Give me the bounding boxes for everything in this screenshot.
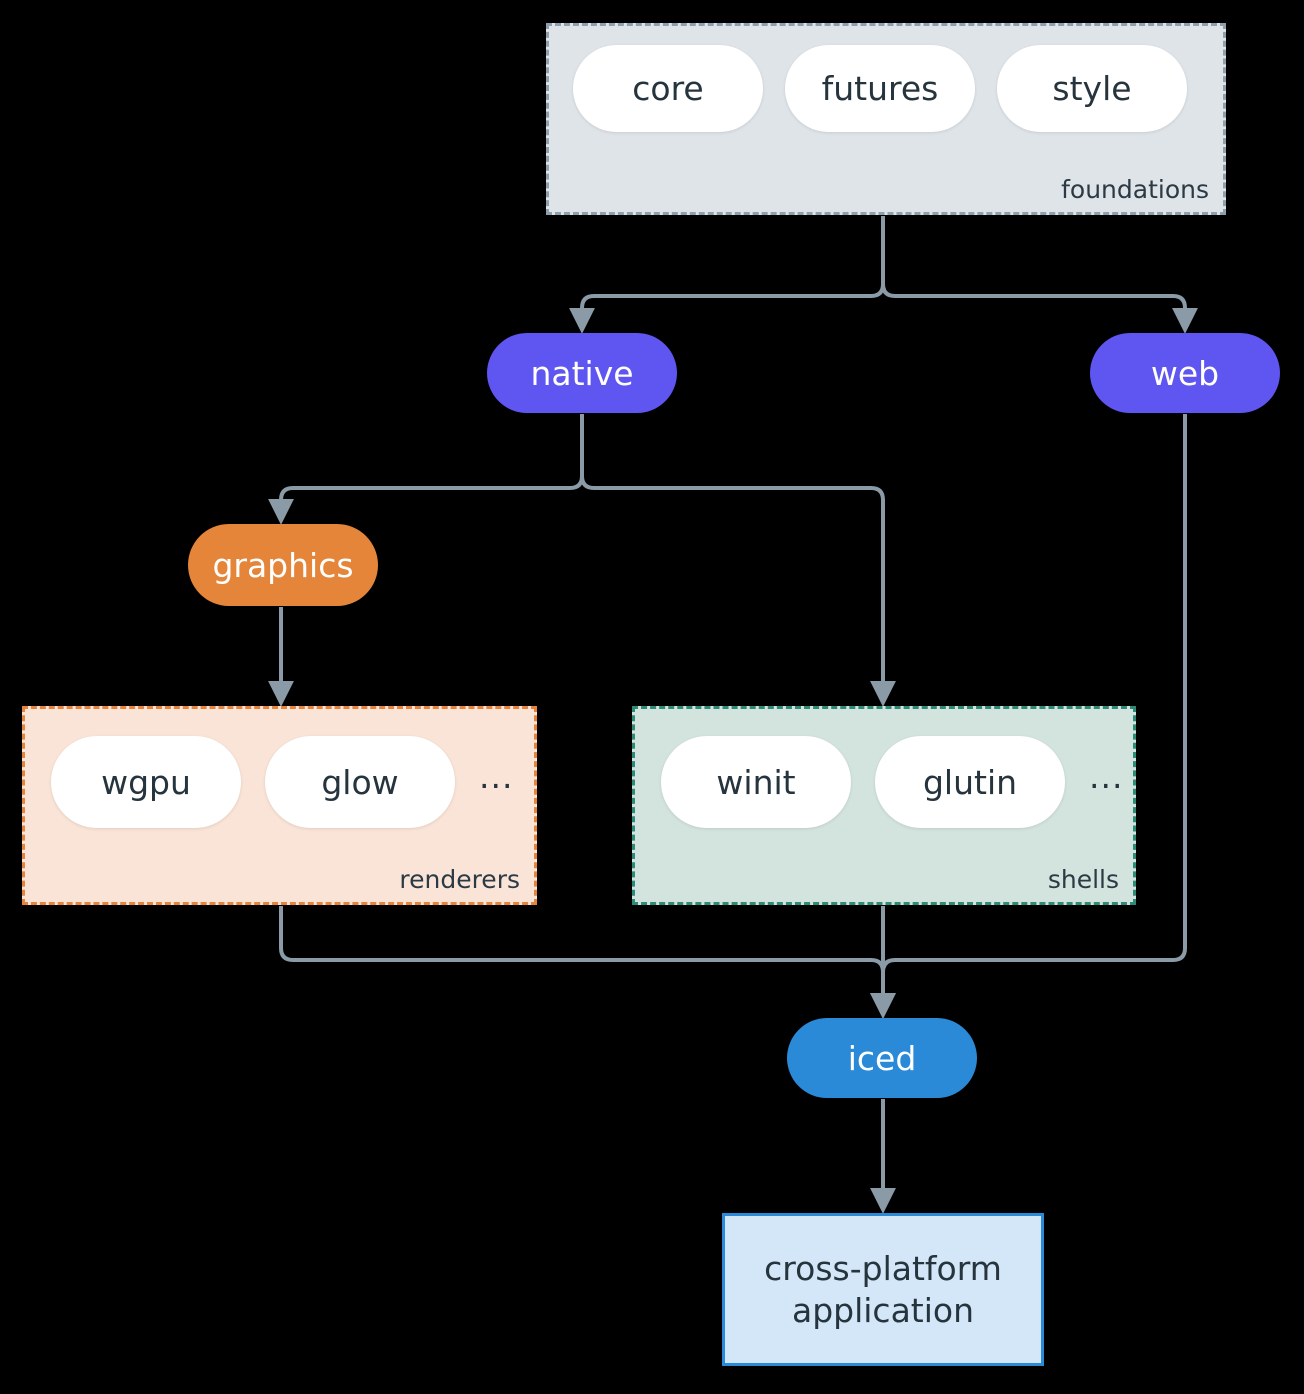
foundations-member-style-label: style [1052, 69, 1132, 108]
edge-web-to-iced [870, 414, 1187, 1019]
cluster-shells-label: shells [1047, 865, 1119, 894]
edge-native-to-shells [580, 475, 896, 707]
foundations-member-core-label: core [632, 69, 704, 108]
edge-foundations-to-native [569, 283, 885, 334]
node-native[interactable]: native [487, 333, 677, 413]
renderers-member-wgpu-label: wgpu [101, 762, 191, 802]
renderers-overflow-ellipsis: ... [479, 756, 514, 796]
shells-member-winit-label: winit [716, 762, 796, 802]
cluster-foundations: core futures style foundations [546, 23, 1226, 215]
node-application-label-line2: application [791, 1290, 975, 1330]
foundations-member-style[interactable]: style [997, 45, 1187, 132]
cluster-renderers: wgpu glow ... renderers [22, 706, 537, 905]
shells-member-row: winit glutin ... [661, 736, 1123, 828]
cluster-shells: winit glutin ... shells [632, 706, 1136, 905]
node-native-label: native [530, 353, 634, 393]
edge-renderers-to-iced [279, 906, 896, 1019]
node-cross-platform-application[interactable]: cross-platform application [722, 1213, 1044, 1366]
cluster-renderers-label: renderers [399, 865, 520, 894]
renderers-member-glow[interactable]: glow [265, 736, 455, 828]
node-iced[interactable]: iced [787, 1018, 977, 1098]
edge-native-to-graphics [268, 475, 584, 525]
renderers-member-wgpu[interactable]: wgpu [51, 736, 241, 828]
edge-foundations-to-web [881, 283, 1198, 334]
node-iced-label: iced [847, 1038, 917, 1078]
node-application-label-line1: cross-platform [764, 1249, 1002, 1289]
shells-member-glutin[interactable]: glutin [875, 736, 1065, 828]
node-graphics[interactable]: graphics [188, 524, 378, 606]
node-graphics-label: graphics [212, 545, 354, 585]
foundations-member-futures[interactable]: futures [785, 45, 975, 132]
cluster-foundations-label: foundations [1061, 175, 1209, 204]
foundations-member-futures-label: futures [821, 69, 939, 108]
renderers-member-glow-label: glow [321, 762, 399, 802]
node-web[interactable]: web [1090, 333, 1280, 413]
foundations-member-core[interactable]: core [573, 45, 763, 132]
renderers-member-row: wgpu glow ... [51, 736, 513, 828]
foundations-member-row: core futures style [573, 45, 1187, 132]
shells-member-winit[interactable]: winit [661, 736, 851, 828]
shells-overflow-ellipsis: ... [1089, 756, 1124, 796]
shells-member-glutin-label: glutin [922, 762, 1018, 802]
node-web-label: web [1150, 353, 1220, 393]
